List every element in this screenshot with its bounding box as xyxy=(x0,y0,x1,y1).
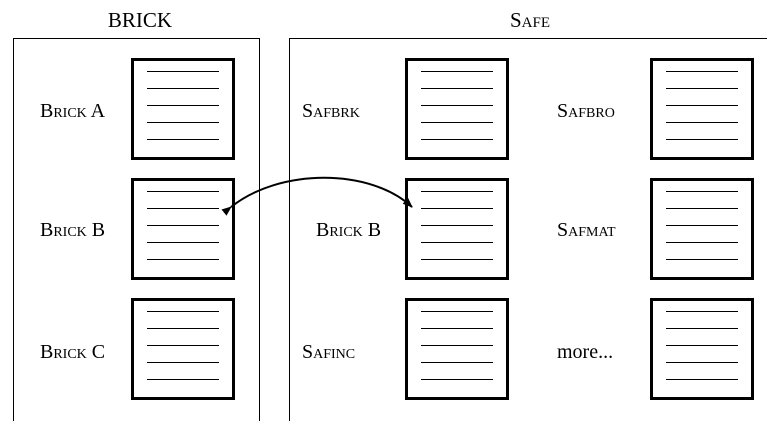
document-icon-brick-b[interactable] xyxy=(131,178,235,280)
document-rule-line xyxy=(421,379,493,380)
document-rule-line xyxy=(666,259,738,260)
document-rule-line xyxy=(666,105,738,106)
doc-label-safinc: Safinc xyxy=(302,341,356,363)
document-rule-line xyxy=(421,362,493,363)
document-rule-line xyxy=(666,225,738,226)
document-rule-line xyxy=(421,88,493,89)
document-rule-line xyxy=(147,242,219,243)
document-rule-line xyxy=(147,362,219,363)
document-rule-line xyxy=(666,88,738,89)
document-rule-line xyxy=(666,122,738,123)
document-rule-line xyxy=(666,242,738,243)
document-rule-line xyxy=(147,328,219,329)
doc-label-safbro: Safbro xyxy=(557,100,615,122)
document-rule-line xyxy=(147,225,219,226)
document-rule-line xyxy=(421,242,493,243)
document-rule-line xyxy=(421,225,493,226)
document-rule-line xyxy=(666,345,738,346)
document-rule-line xyxy=(147,88,219,89)
document-rule-line xyxy=(666,208,738,209)
document-rule-line xyxy=(147,208,219,209)
document-rule-line xyxy=(421,105,493,106)
document-rule-line xyxy=(421,71,493,72)
document-icon-more[interactable] xyxy=(650,298,754,400)
document-rule-line xyxy=(421,328,493,329)
document-rule-line xyxy=(421,208,493,209)
document-icon-safbro[interactable] xyxy=(650,58,754,160)
doc-label-brick-c: Brick C xyxy=(40,341,106,363)
safe-title: Safe xyxy=(509,8,551,32)
document-rule-line xyxy=(421,191,493,192)
document-rule-line xyxy=(147,122,219,123)
document-rule-line xyxy=(147,105,219,106)
document-rule-line xyxy=(666,311,738,312)
document-rule-line xyxy=(147,191,219,192)
document-rule-line xyxy=(147,71,219,72)
document-rule-line xyxy=(666,139,738,140)
document-icon-safe-brick-b[interactable] xyxy=(405,178,509,280)
document-rule-line xyxy=(147,379,219,380)
document-icon-brick-a[interactable] xyxy=(131,58,235,160)
safe-panel xyxy=(289,38,767,421)
document-rule-line xyxy=(147,345,219,346)
document-rule-line xyxy=(666,379,738,380)
document-icon-brick-c[interactable] xyxy=(131,298,235,400)
document-icon-safinc[interactable] xyxy=(405,298,509,400)
doc-label-safe-brick-b: Brick B xyxy=(316,219,382,241)
document-rule-line xyxy=(666,71,738,72)
document-icon-safmat[interactable] xyxy=(650,178,754,280)
doc-label-brick-a: Brick A xyxy=(40,100,106,122)
document-rule-line xyxy=(421,345,493,346)
document-rule-line xyxy=(421,259,493,260)
document-rule-line xyxy=(421,311,493,312)
brick-title: BRICK xyxy=(107,8,173,32)
doc-label-safbrk: Safbrk xyxy=(302,100,360,122)
document-icon-safbrk[interactable] xyxy=(405,58,509,160)
doc-label-brick-b: Brick B xyxy=(40,219,106,241)
doc-label-safmat: Safmat xyxy=(557,219,616,241)
document-rule-line xyxy=(666,328,738,329)
document-rule-line xyxy=(147,311,219,312)
document-rule-line xyxy=(666,362,738,363)
doc-label-more: more... xyxy=(557,341,614,363)
document-rule-line xyxy=(147,259,219,260)
document-rule-line xyxy=(666,191,738,192)
document-rule-line xyxy=(421,139,493,140)
brick-panel xyxy=(13,38,260,421)
document-rule-line xyxy=(147,139,219,140)
document-rule-line xyxy=(421,122,493,123)
